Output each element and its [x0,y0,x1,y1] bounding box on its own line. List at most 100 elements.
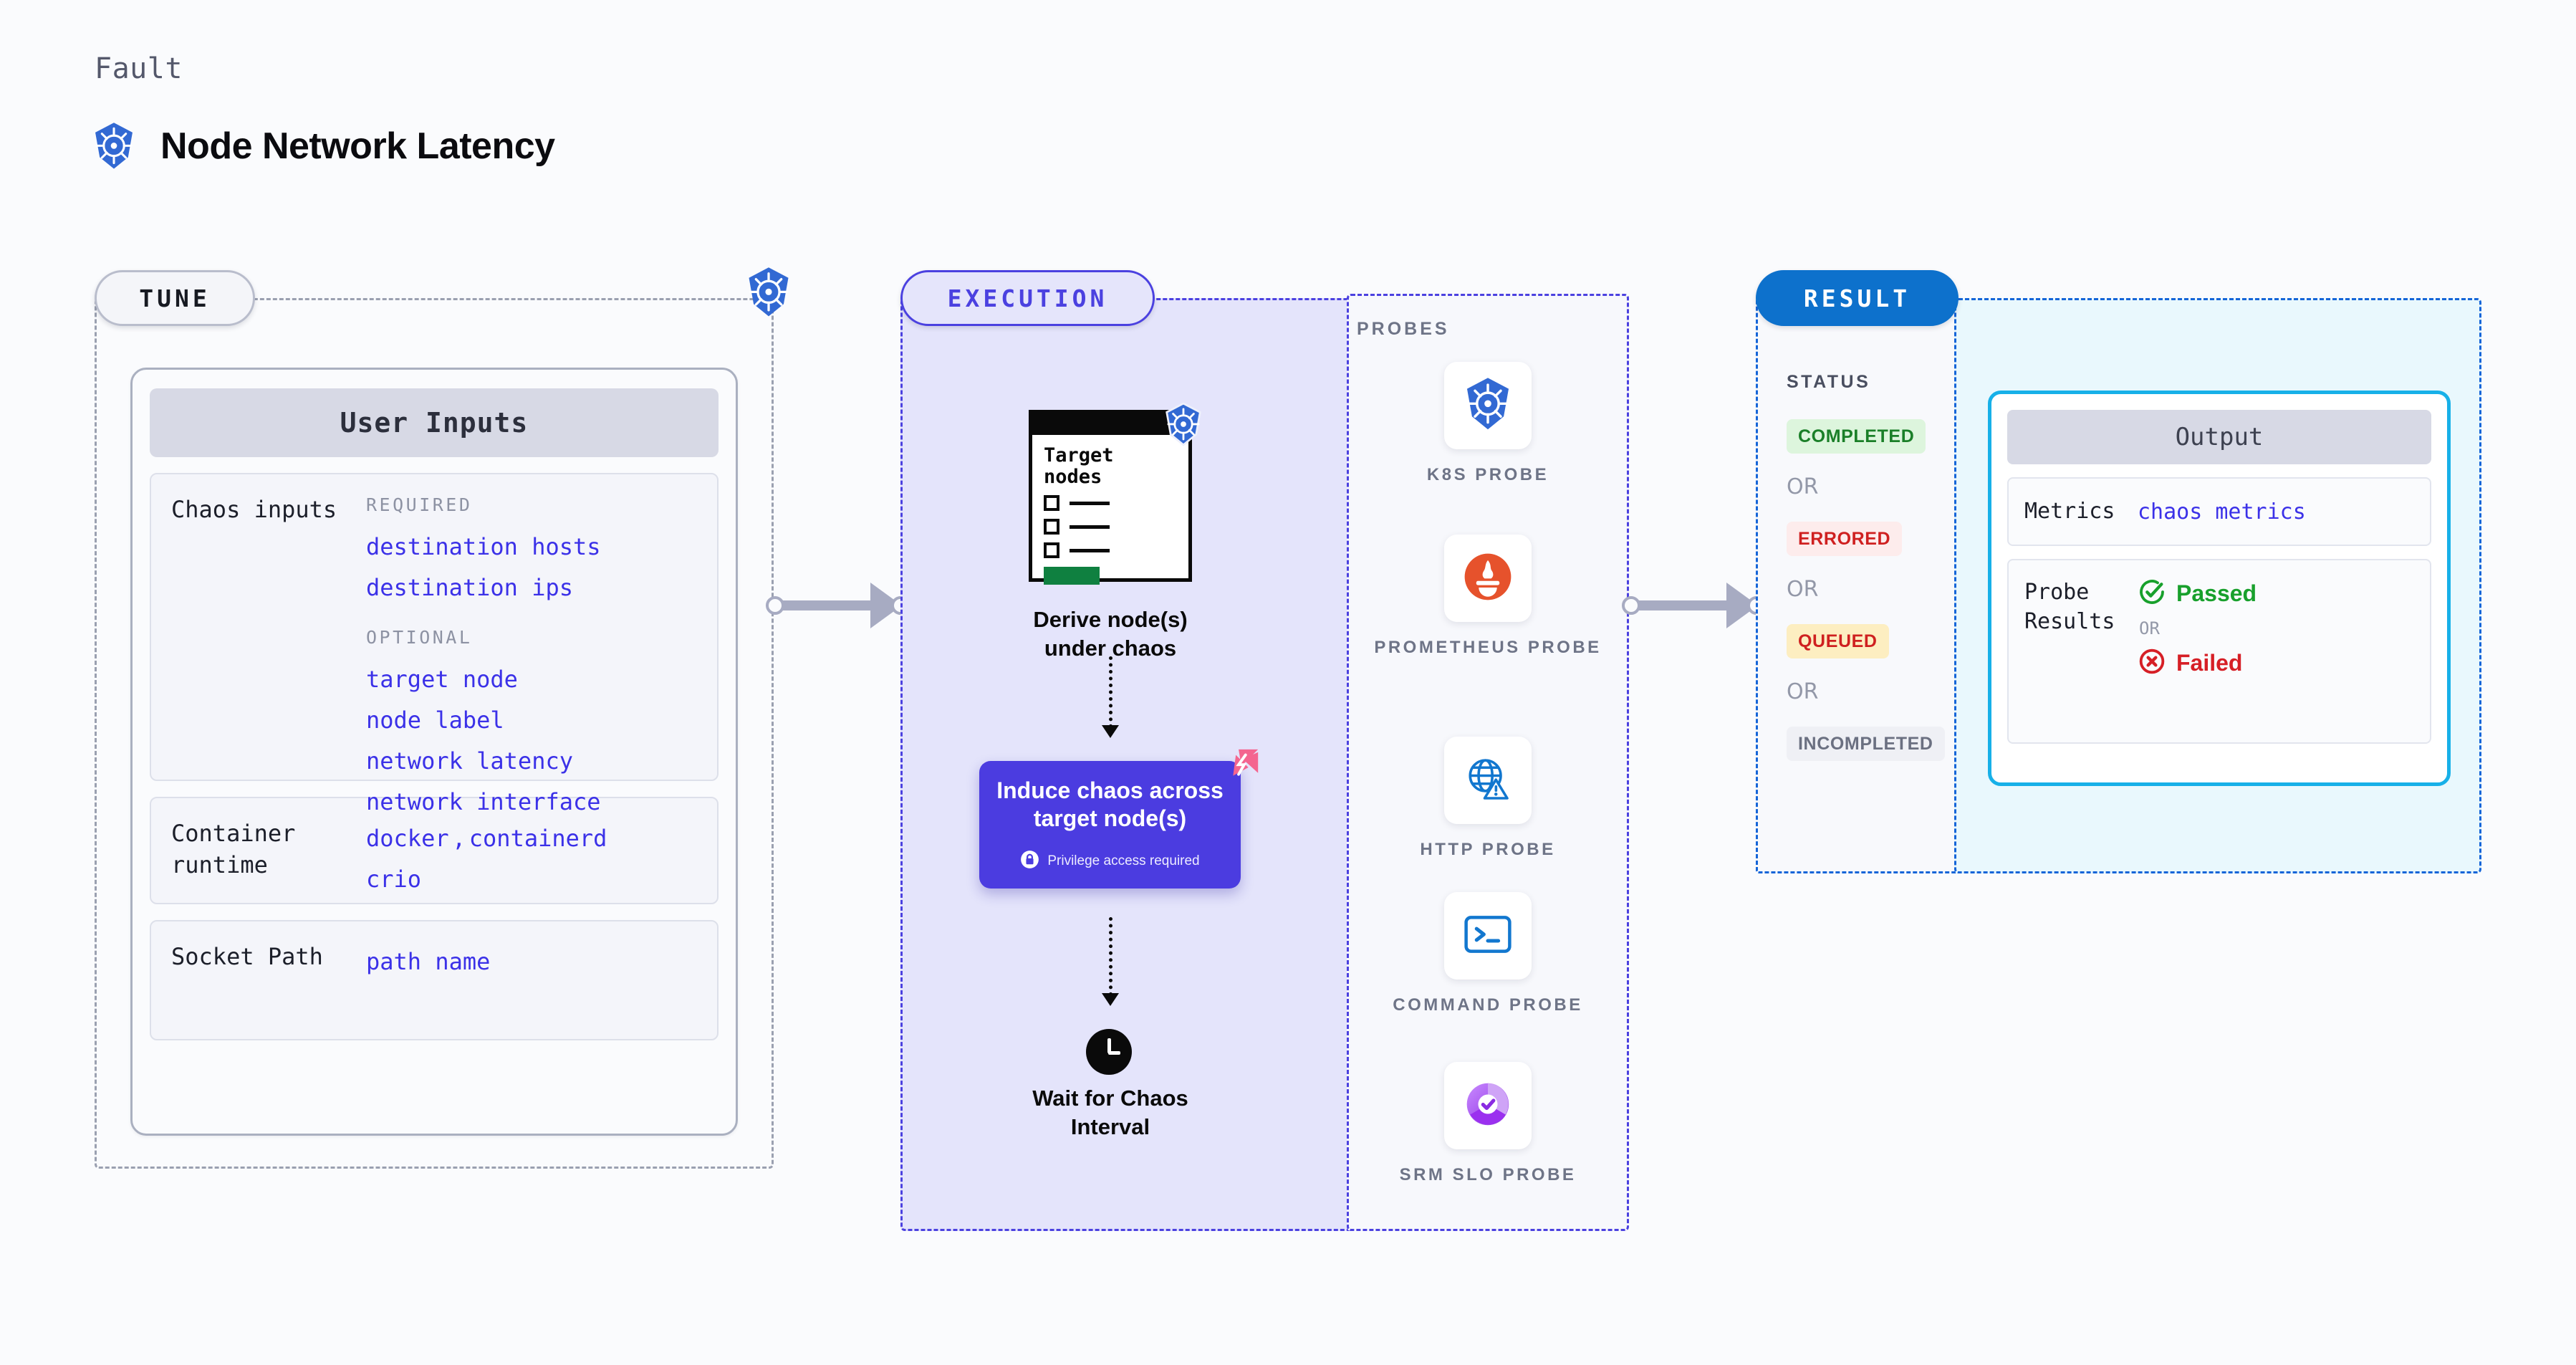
terminal-icon [1462,913,1514,959]
output-title: Output [2007,410,2431,464]
submit-button-glyph [1044,567,1100,585]
chaos-inputs-section: Chaos inputs REQUIRED destination hosts … [150,473,719,815]
socket-path-label: Socket Path [171,943,323,970]
flow-connector-2 [1109,917,1112,996]
target-nodes-card: Target nodes [1029,410,1192,585]
privilege-note: Privilege access required [1020,850,1200,873]
flow-arrow-2 [1102,993,1119,1006]
kubernetes-icon [92,122,136,171]
failed-label: Failed [2176,650,2243,676]
user-inputs-title: User Inputs [150,388,719,457]
page-title-text: Node Network Latency [160,125,555,167]
placeholder-line [1070,548,1110,552]
checkbox-row [1044,542,1177,559]
input-node-label[interactable]: node label [366,706,504,734]
http-globe-icon [1462,753,1514,808]
lock-icon [1020,850,1039,873]
status-badge-completed: COMPLETED [1787,419,1926,454]
status-badge-errored: ERRORED [1787,522,1903,556]
result-chip[interactable]: RESULT [1756,270,1959,326]
checkbox-icon [1044,495,1059,512]
wait-interval-label: Wait for Chaos Interval [1032,1086,1188,1139]
probe-command[interactable]: COMMAND PROBE [1347,892,1629,1017]
kubernetes-icon [1463,377,1513,435]
card-titlebar [1032,413,1188,435]
execution-chip[interactable]: EXECUTION [900,270,1155,326]
tune-chip[interactable]: TUNE [95,270,255,326]
target-nodes-title-line1: Target [1044,444,1114,466]
checkbox-icon [1044,542,1059,559]
chaos-inputs-label: Chaos inputs [171,496,337,523]
runtime-separator: , [452,825,466,852]
or-separator: OR [1787,474,1819,499]
input-destination-hosts[interactable]: destination hosts [366,533,601,560]
status-title: STATUS [1787,372,1871,392]
probe-results-label: Probe Results [2024,580,2115,635]
metrics-label: Metrics [2024,499,2115,525]
fault-eyebrow: Fault [95,52,183,85]
result-failed: Failed [2138,647,2257,679]
input-destination-ips[interactable]: destination ips [366,573,573,601]
input-target-node[interactable]: target node [366,665,518,693]
input-network-interface[interactable]: network interface [366,787,601,815]
probe-tile [1444,892,1532,980]
container-runtime-section: Container runtime docker , containerd cr… [150,797,719,904]
or-separator: OR [1787,577,1819,602]
flow-connector-1 [1109,656,1112,728]
check-circle-icon [2138,578,2166,610]
derive-nodes-label: Derive node(s) under chaos [1033,607,1188,661]
checkbox-row [1044,495,1177,512]
probe-srm-slo[interactable]: SRM SLO PROBE [1347,1062,1629,1187]
checkbox-row [1044,519,1177,535]
status-badge-queued: QUEUED [1787,624,1889,658]
probe-tile [1444,362,1532,449]
socket-path-value[interactable]: path name [366,948,491,975]
probe-http[interactable]: HTTP PROBE [1347,737,1629,861]
x-circle-icon [2138,647,2166,679]
or-separator: OR [1787,679,1819,704]
srm-slo-icon [1462,1078,1514,1134]
probe-k8s[interactable]: K8S PROBE [1347,362,1629,487]
result-passed: Passed [2138,578,2257,610]
page-title: Node Network Latency [92,122,555,171]
metrics-value[interactable]: chaos metrics [2138,499,2306,525]
container-runtime-label: Container runtime [171,820,296,878]
clock-icon [1086,1029,1132,1075]
required-group-title: REQUIRED [366,494,473,515]
user-inputs-card: User Inputs Chaos inputs REQUIRED destin… [130,368,738,1136]
input-network-latency[interactable]: network latency [366,747,573,775]
probe-results-row: Probe Results Passed OR [2007,559,2431,744]
socket-path-section: Socket Path path name [150,920,719,1040]
runtime-crio[interactable]: crio [366,865,422,893]
metrics-row: Metrics chaos metrics [2007,477,2431,546]
tune-kubernetes-icon [745,267,792,322]
tune-panel [95,298,774,1169]
checkbox-icon [1044,519,1059,535]
output-card: Output Metrics chaos metrics Probe Resul… [1988,391,2451,786]
probe-label: COMMAND PROBE [1393,995,1583,1015]
probe-label: HTTP PROBE [1420,840,1556,859]
placeholder-line [1070,525,1110,529]
harness-icon [1218,745,1262,793]
runtime-containerd[interactable]: containerd [468,825,607,852]
runtime-docker[interactable]: docker [366,825,449,852]
privilege-text: Privilege access required [1047,853,1200,869]
prometheus-icon [1461,550,1514,607]
flow-arrow-1 [1102,725,1119,738]
passed-label: Passed [2176,580,2257,606]
probe-prometheus[interactable]: PROMETHEUS PROBE [1347,535,1629,659]
induce-chaos-title: Induce chaos across target node(s) [996,777,1224,831]
or-separator: OR [2139,618,2160,638]
optional-group-title: OPTIONAL [366,626,473,648]
probe-tile [1444,1062,1532,1149]
probe-tile [1444,535,1532,622]
probe-label: SRM SLO PROBE [1399,1165,1577,1184]
placeholder-line [1070,501,1110,505]
target-nodes-title-line2: nodes [1044,465,1102,488]
status-badge-incompleted: INCOMPLETED [1787,727,1945,761]
target-nodes-kubernetes-icon [1163,402,1203,450]
probe-label: K8S PROBE [1426,465,1549,484]
induce-chaos-card[interactable]: Induce chaos across target node(s) Privi… [979,761,1241,889]
probe-tile [1444,737,1532,824]
